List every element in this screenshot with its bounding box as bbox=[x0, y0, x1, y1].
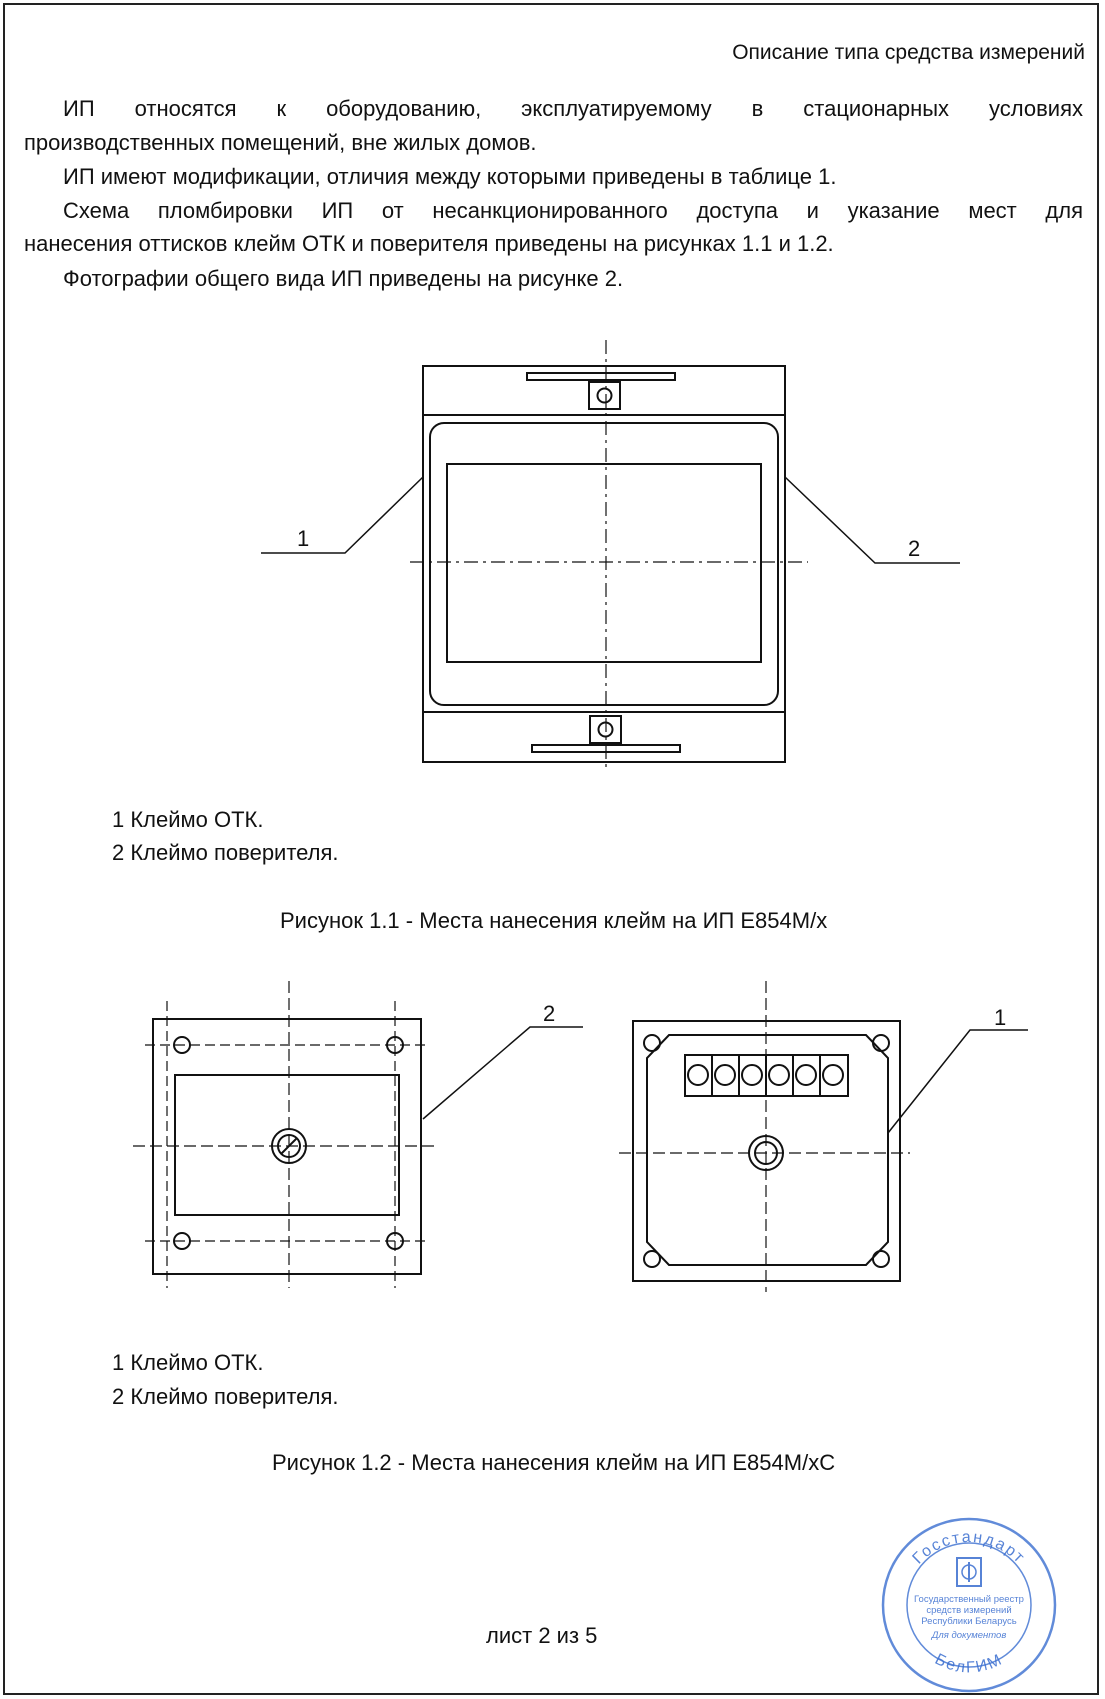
figure-1-1-drawing bbox=[261, 340, 960, 772]
paragraph-2: ИП имеют модификации, отличия между кото… bbox=[63, 164, 837, 189]
stamp-line-4: Для документов bbox=[931, 1630, 1007, 1641]
stamp-line-2: средств измерений bbox=[926, 1605, 1011, 1616]
figure-1-2-callout-1: 1 bbox=[994, 1005, 1006, 1030]
svg-text:БелГИМ: БелГИМ bbox=[932, 1651, 1006, 1677]
paragraph-1-line-2: производственных помещений, вне жилых до… bbox=[24, 130, 537, 155]
svg-text:Госстандарт: Госстандарт bbox=[909, 1529, 1028, 1568]
stamp-top-text: Госстандарт bbox=[909, 1529, 1026, 1568]
figure-1-1-caption: Рисунок 1.1 - Места нанесения клейм на И… bbox=[280, 908, 828, 933]
figure-1-1-note-1: 1 Клеймо ОТК. bbox=[112, 807, 264, 832]
figure-1-2-left-drawing bbox=[133, 981, 583, 1288]
figure-1-1-note-2: 2 Клеймо поверителя. bbox=[112, 840, 339, 865]
page-number: лист 2 из 5 bbox=[486, 1623, 598, 1648]
figure-1-2-caption: Рисунок 1.2 - Места нанесения клейм на И… bbox=[272, 1450, 836, 1475]
paragraph-3-line-1: Схема пломбировки ИП от несанкционирован… bbox=[63, 198, 1083, 223]
registry-stamp: Госстандарт БелГИМ Государственный реест… bbox=[881, 1517, 1057, 1693]
figure-1-1-callout-2: 2 bbox=[908, 536, 920, 561]
stamp-bottom-text: БелГИМ bbox=[932, 1651, 1004, 1677]
page-border bbox=[3, 3, 1099, 1695]
figure-1-2-callout-2: 2 bbox=[543, 1001, 555, 1026]
figure-1-2-note-1: 1 Клеймо ОТК. bbox=[112, 1350, 264, 1375]
figure-1-2-right-drawing bbox=[619, 981, 1028, 1292]
figure-1-2-note-2: 2 Клеймо поверителя. bbox=[112, 1384, 339, 1409]
paragraph-4: Фотографии общего вида ИП приведены на р… bbox=[63, 266, 624, 291]
stamp-line-3: Республики Беларусь bbox=[921, 1616, 1017, 1627]
page-header: Описание типа средства измерений bbox=[732, 41, 1085, 64]
paragraph-1-line-1: ИП относятся к оборудованию, эксплуатиру… bbox=[63, 96, 1083, 121]
figure-1-1-callout-1: 1 bbox=[297, 526, 309, 551]
stamp-emblem bbox=[956, 1557, 982, 1587]
stamp-line-1: Государственный реестр bbox=[914, 1594, 1024, 1605]
paragraph-3-line-2: нанесения оттисков клейм ОТК и поверител… bbox=[24, 231, 834, 256]
